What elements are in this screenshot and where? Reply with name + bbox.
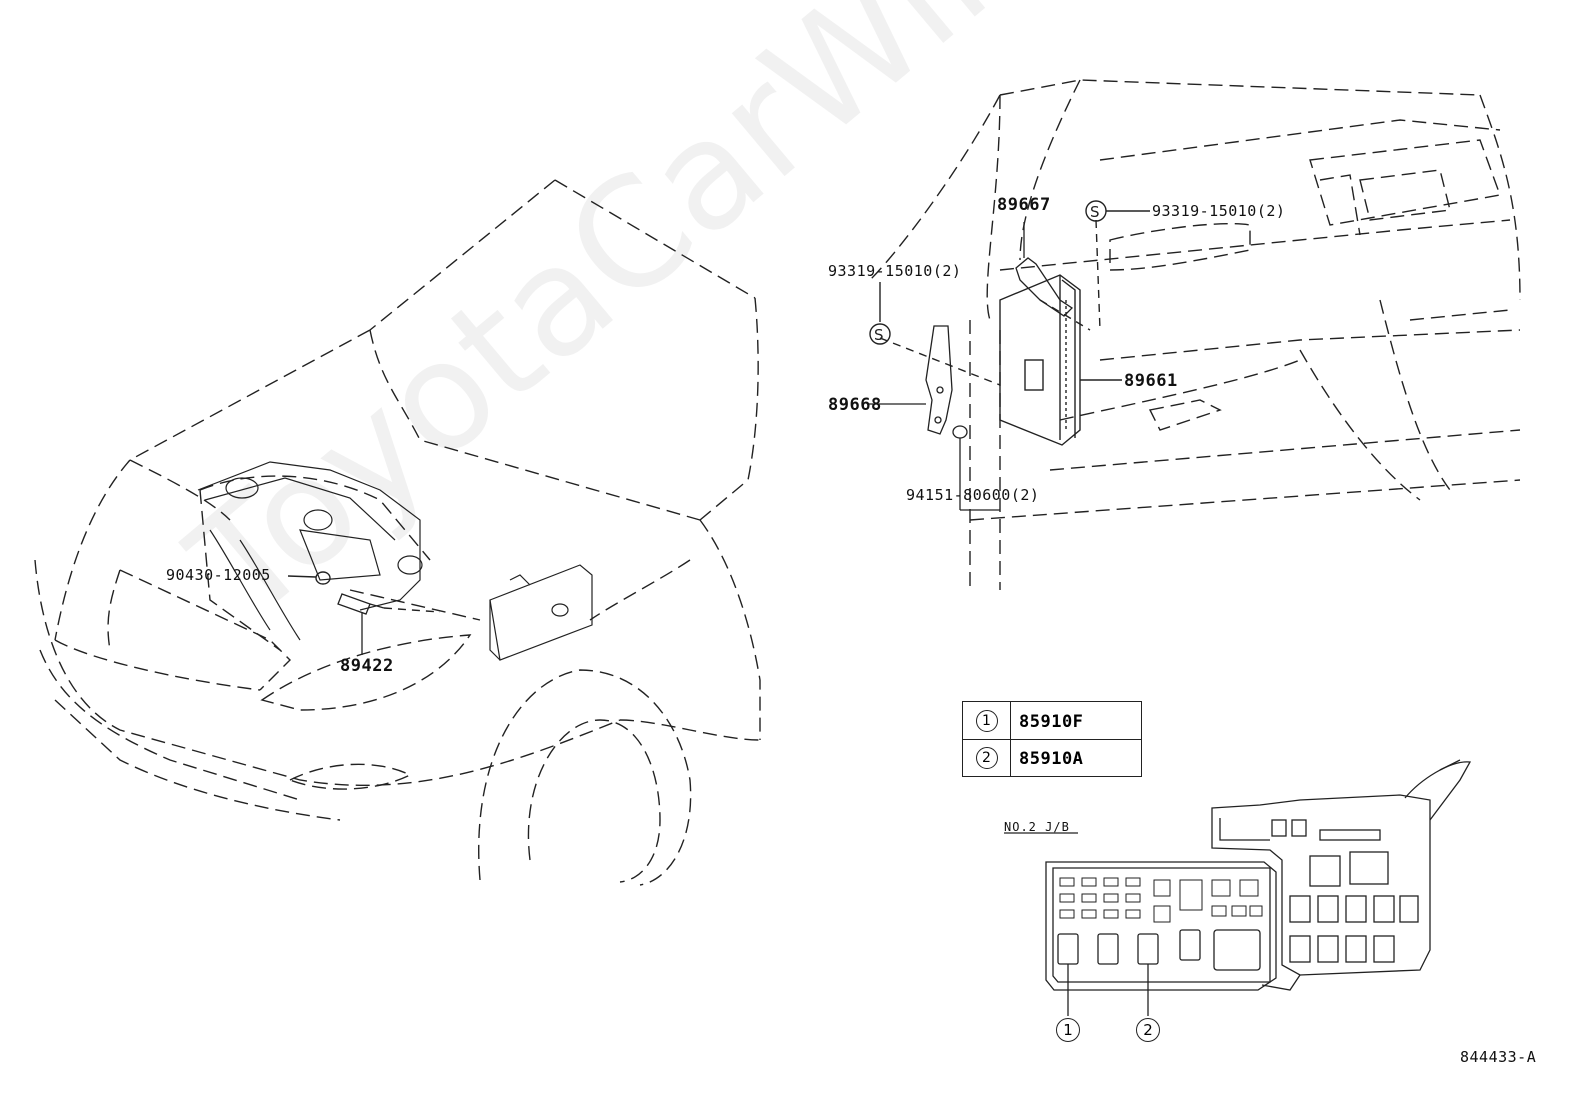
- legend-marker: 1: [975, 709, 998, 732]
- legend-marker: 2: [975, 746, 998, 769]
- junction-block-label: NO.2 J/B: [1004, 820, 1070, 834]
- engine-block: [197, 461, 423, 641]
- sensor-89422-icon: [337, 593, 385, 655]
- svg-text:S: S: [1090, 203, 1100, 221]
- callout-89661: 89661: [1124, 371, 1178, 391]
- junction-block: [1004, 759, 1472, 1016]
- bracket-89667-icon: [1015, 222, 1074, 317]
- gasket-90430-icon: [287, 571, 331, 585]
- mini-fuses: [1059, 877, 1263, 923]
- engine-ecu-sketch: [489, 564, 593, 661]
- svg-text:S: S: [874, 326, 884, 344]
- sensor-leader: [383, 607, 441, 613]
- callout-90430: 90430-12005: [166, 566, 271, 584]
- right-block-parts: [1271, 819, 1419, 963]
- legend-code: 85910A: [1019, 749, 1084, 769]
- screw-leaders: [879, 219, 1101, 386]
- callout-93319-left: 93319-15010(2): [828, 262, 962, 280]
- relays: [1057, 929, 1261, 971]
- legend-code: 85910F: [1019, 712, 1084, 732]
- callout-94151: 94151-80600(2): [906, 486, 1040, 504]
- callout-89422: 89422: [340, 656, 394, 676]
- legend-row: 2 85910A: [963, 739, 1141, 776]
- ecu-89661-icon: [999, 274, 1122, 446]
- bolt-94151-icon: [952, 425, 1000, 511]
- callout-93319-right: 93319-15010(2): [1152, 202, 1286, 220]
- callout-89668: 89668: [828, 395, 882, 415]
- dashboard-outline: [869, 79, 1521, 590]
- screw-callout-lines: [879, 210, 1150, 322]
- bracket-89668-icon: [868, 325, 953, 435]
- legend-row: 1 85910F: [963, 702, 1141, 740]
- callout-89667: 89667: [997, 195, 1051, 215]
- screw-s-left-icon: [869, 323, 891, 345]
- figure-id: 844433-A: [1460, 1048, 1537, 1066]
- junction-marker-2: 2: [1136, 1018, 1160, 1042]
- legend-table: 1 85910F 2 85910A: [962, 701, 1142, 777]
- screw-s-right-icon: [1085, 200, 1107, 222]
- junction-marker-1: 1: [1056, 1018, 1080, 1042]
- car-front-outline: [34, 179, 761, 886]
